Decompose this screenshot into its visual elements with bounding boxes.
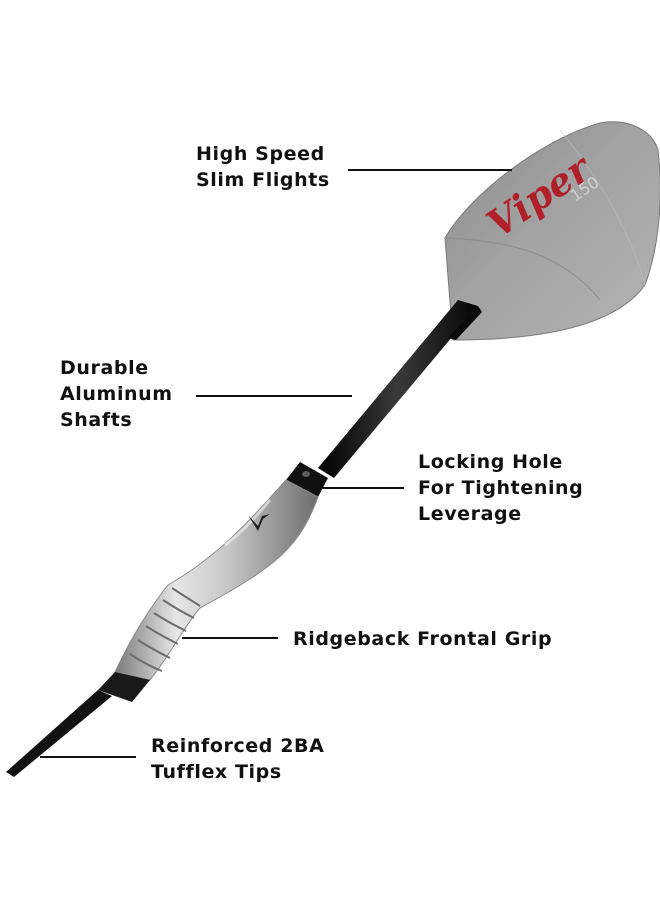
- grip-ridges: [129, 587, 201, 672]
- callout-locking-line: Locking Hole: [418, 451, 563, 473]
- callout-locking-line: For Tightening: [418, 477, 584, 499]
- callout-shafts-line: Durable: [60, 357, 149, 379]
- tip: [6, 672, 150, 777]
- callout-tips-line: Reinforced 2BA: [151, 735, 325, 757]
- shaft: [286, 300, 482, 497]
- flight: [444, 121, 660, 341]
- callout-shafts: Durable Aluminum Shafts: [60, 355, 173, 433]
- callout-shafts-line: Shafts: [60, 409, 133, 431]
- callout-flights-line: Slim Flights: [196, 169, 330, 191]
- callout-grip-line: Ridgeback Frontal Grip: [293, 628, 553, 650]
- callout-flights-line: High Speed: [196, 143, 325, 165]
- callout-shafts-line: Aluminum: [60, 383, 173, 405]
- callout-locking-line: Leverage: [418, 503, 522, 525]
- barrel: [114, 479, 319, 681]
- leader-lines: [40, 169, 512, 758]
- callout-flights: High Speed Slim Flights: [196, 141, 330, 193]
- callout-grip: Ridgeback Frontal Grip: [293, 626, 552, 652]
- callout-locking-hole: Locking Hole For Tightening Leverage: [418, 449, 583, 527]
- barrel-logo: [248, 514, 270, 531]
- locking-hole: [302, 471, 310, 477]
- callout-tips: Reinforced 2BA Tufflex Tips: [151, 733, 324, 785]
- callout-tips-line: Tufflex Tips: [151, 761, 282, 783]
